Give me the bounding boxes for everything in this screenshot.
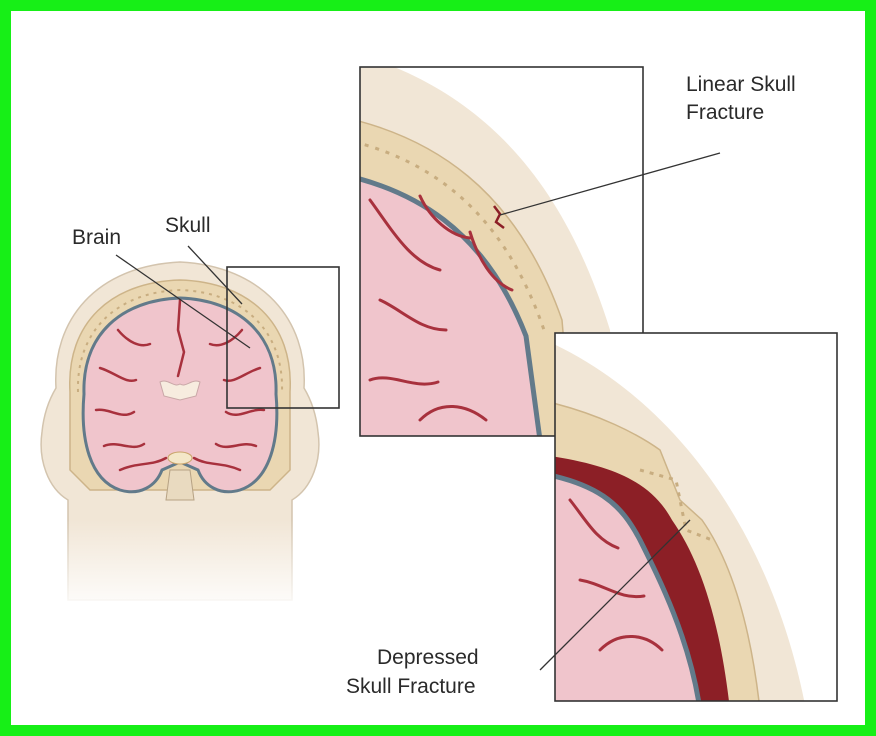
label-depressed-fracture-line2: Skull Fracture	[346, 675, 476, 698]
label-linear-fracture-line2: Fracture	[686, 101, 764, 124]
depressed-fracture-inset	[520, 330, 837, 710]
head-cross-section	[40, 262, 330, 615]
label-brain: Brain	[72, 226, 121, 249]
label-depressed-fracture-line1: Depressed	[377, 646, 479, 669]
label-skull: Skull	[165, 214, 211, 237]
label-linear-fracture-line1: Linear Skull	[686, 73, 796, 96]
